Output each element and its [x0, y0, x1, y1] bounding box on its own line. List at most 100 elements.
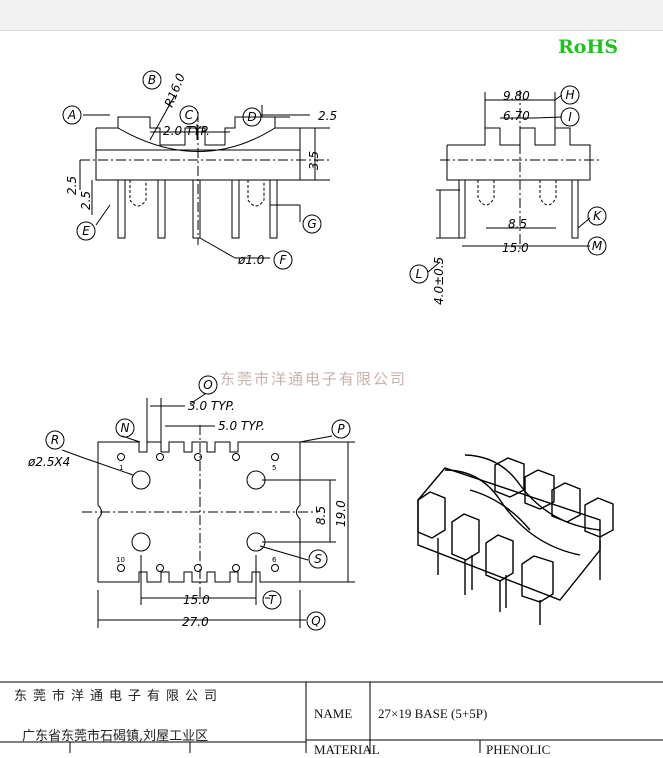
bottom-body-outline	[97, 441, 301, 583]
dim-15-side: 15.0	[502, 241, 529, 255]
bottom-leader	[61, 449, 85, 459]
title-block-name-value: 27×19 BASE (5+5P)	[378, 706, 488, 721]
title-block-material-label: MATERIAL	[314, 742, 380, 757]
callout-letters: A B C D E F G H I K M L N O P Q R S T	[51, 73, 603, 628]
dim-8-5-side: 8.5	[508, 217, 527, 231]
pin-hole	[271, 564, 279, 572]
rohs-mark: RoHS	[558, 36, 619, 58]
front-standoff	[129, 180, 147, 207]
callout-C: C	[185, 108, 194, 122]
side-pin	[458, 179, 466, 239]
callout-D: D	[247, 110, 256, 124]
dim-15-bottom: 15.0	[183, 593, 210, 607]
iso-block	[417, 491, 446, 539]
pin-hole	[194, 564, 202, 572]
callout-M: M	[592, 239, 603, 253]
front-pin	[231, 179, 240, 239]
pin-number-6: 6	[272, 556, 277, 564]
side-standoff	[477, 180, 495, 206]
bottom-leader	[299, 435, 333, 443]
dim-typ-3: 3.0 TYP.	[188, 399, 235, 413]
callout-L: L	[416, 267, 423, 281]
top-toolbar-strip	[0, 0, 663, 31]
dim-6-70: 6.70	[503, 109, 530, 123]
front-pin	[157, 179, 166, 239]
title-block-company: 东莞市洋通电子有限公司	[14, 689, 224, 704]
bottom-leader	[83, 457, 134, 476]
callout-Q: Q	[311, 614, 320, 628]
pin-hole	[156, 453, 164, 461]
pin-numbers: 1 5 10 6	[116, 464, 277, 564]
front-leader	[149, 94, 176, 141]
title-block-material-value: PHENOLIC	[486, 742, 551, 757]
pin-hole	[271, 453, 279, 461]
front-view	[79, 94, 330, 259]
title-block-frame	[0, 681, 663, 753]
front-standoff	[247, 180, 265, 207]
dim-2-5-top: 2.5	[318, 109, 337, 123]
pin-hole	[194, 453, 202, 461]
iso-base-top	[417, 467, 601, 601]
title-block-address: 广东省东莞市石碣镇,刘屋工业区	[22, 729, 209, 744]
dim-typ-5: 5.0 TYP.	[218, 419, 265, 433]
iso-block	[485, 534, 514, 582]
dim-9-80: 9.80	[503, 89, 530, 103]
bottom-leader	[189, 393, 206, 405]
callout-K: K	[593, 209, 602, 223]
side-pin	[571, 179, 579, 239]
title-block-name-label: NAME	[314, 706, 353, 721]
bottom-view	[61, 393, 355, 628]
callout-circles	[45, 70, 607, 631]
dim-hole-dia: ø2.5X4	[27, 455, 70, 469]
callout-F: F	[280, 253, 288, 267]
dim-2-5-a: 2.5	[65, 176, 79, 195]
pin-hole	[232, 453, 240, 461]
mounting-hole	[131, 470, 151, 490]
callout-T: T	[268, 593, 277, 607]
callout-B: B	[148, 73, 156, 87]
side-body-outline	[446, 127, 591, 181]
pin-hole	[117, 564, 125, 572]
dim-27: 27.0	[182, 615, 209, 629]
side-leader	[577, 217, 591, 229]
pin-number-10: 10	[116, 556, 125, 564]
iso-block	[524, 469, 555, 510]
callout-A: A	[67, 108, 76, 122]
iso-block	[584, 497, 614, 538]
dim-pin-dia: ø1.0	[237, 253, 265, 267]
callout-I: I	[568, 110, 572, 124]
dim-radius: R16.0	[162, 71, 188, 109]
front-leader	[199, 237, 236, 259]
callout-E: E	[82, 224, 90, 238]
bottom-leader	[259, 545, 309, 561]
side-standoff	[539, 180, 557, 206]
watermark: 东莞市洋通电子有限公司	[220, 370, 408, 388]
front-pin	[192, 179, 201, 239]
front-leader	[95, 204, 111, 226]
front-pin	[269, 179, 278, 239]
isometric-view	[417, 454, 614, 625]
dim-typ-2: 2.0 TYP.	[163, 124, 210, 138]
callout-H: H	[565, 88, 574, 102]
dim-2-5-b: 2.5	[79, 191, 93, 210]
dim-8-5-bottom: 8.5	[314, 506, 328, 525]
callout-R: R	[51, 433, 59, 447]
side-view	[427, 90, 600, 273]
iso-curved-rail	[469, 489, 531, 531]
side-leader	[534, 116, 563, 119]
pin-hole	[117, 453, 125, 461]
iso-block	[521, 555, 554, 603]
dim-4-0: 4.0±0.5	[432, 257, 446, 305]
iso-block	[451, 513, 480, 561]
side-leader	[427, 261, 441, 273]
pin-hole	[156, 564, 164, 572]
dim-3-5: 3.5	[307, 151, 321, 170]
callout-S: S	[314, 552, 322, 566]
iso-block	[494, 457, 525, 498]
pin-hole	[232, 564, 240, 572]
callout-O: O	[203, 378, 212, 392]
iso-curved-rail	[444, 469, 581, 556]
iso-block	[551, 482, 581, 523]
callout-P: P	[337, 422, 345, 436]
